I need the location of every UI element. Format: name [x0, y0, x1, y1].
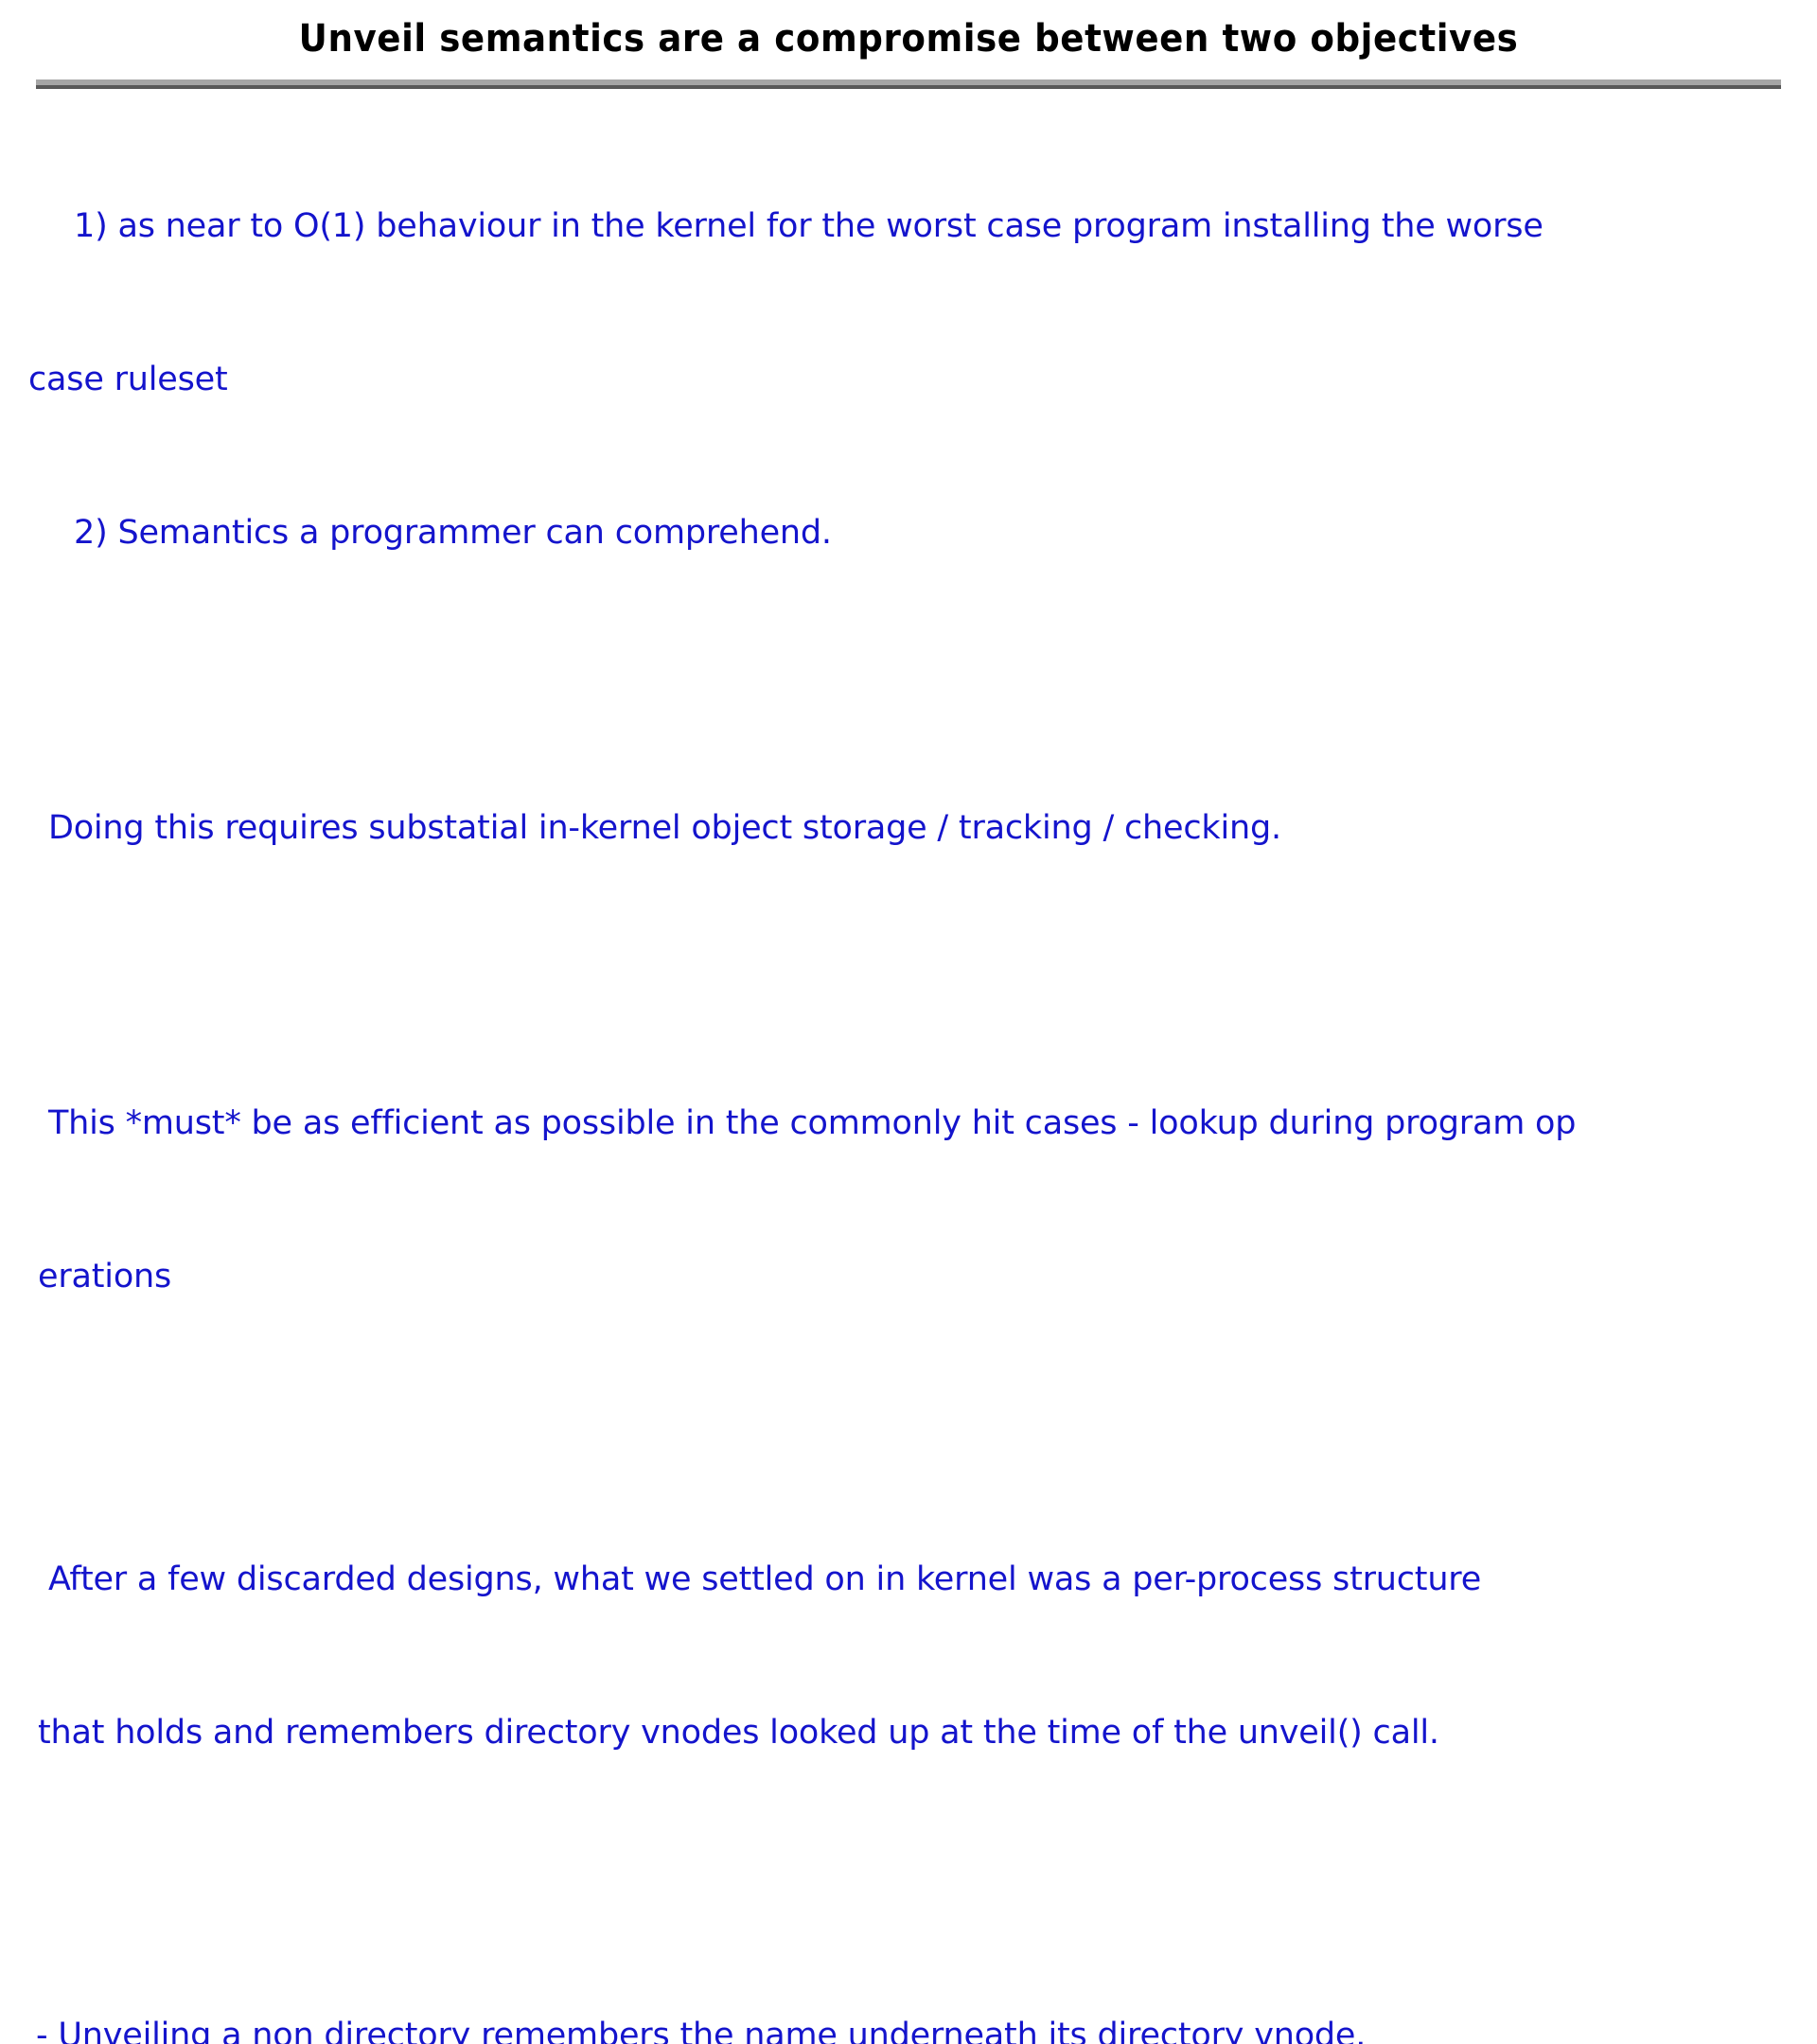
title-divider-light	[36, 79, 1781, 85]
efficiency-line-1: This *must* be as efficient as possible …	[38, 1104, 1577, 1142]
spacer-after-efficiency	[28, 1404, 1798, 1452]
objective-2-line: 2) Semantics a programmer can comprehend…	[74, 514, 832, 552]
list-item: - Unveiling a non directory remembers th…	[36, 2017, 1367, 2044]
slide-body: 1) as near to O(1) behaviour in the kern…	[28, 98, 1798, 2044]
slide-canvas: Unveil semantics are a compromise betwee…	[28, 17, 1781, 2044]
objective-1-line-2: case ruleset	[28, 361, 228, 398]
objective-1-line-1: 1) as near to O(1) behaviour in the kern…	[74, 207, 1544, 245]
design-line-2: that holds and remembers directory vnode…	[38, 1714, 1439, 1752]
spacer-after-doing	[28, 956, 1798, 996]
design-line-1: After a few discarded designs, what we s…	[38, 1560, 1482, 1598]
spacer-after-objectives	[28, 661, 1798, 700]
spacer-after-design	[28, 1860, 1798, 1908]
efficiency-line-2: erations	[38, 1258, 172, 1295]
doing-this-paragraph: Doing this requires substatial in-kernel…	[28, 700, 1798, 956]
page-title: Unveil semantics are a compromise betwee…	[298, 17, 1519, 61]
objectives-paragraph: 1) as near to O(1) behaviour in the kern…	[28, 98, 1798, 661]
doing-this-line: Doing this requires substatial in-kernel…	[38, 809, 1281, 847]
design-paragraph: After a few discarded designs, what we s…	[28, 1452, 1798, 1860]
title-divider-dark	[36, 85, 1781, 89]
efficiency-paragraph: This *must* be as efficient as possible …	[28, 996, 1798, 1404]
bullet-list: - Unveiling a non directory remembers th…	[28, 1908, 1798, 2044]
title-divider	[36, 79, 1781, 89]
